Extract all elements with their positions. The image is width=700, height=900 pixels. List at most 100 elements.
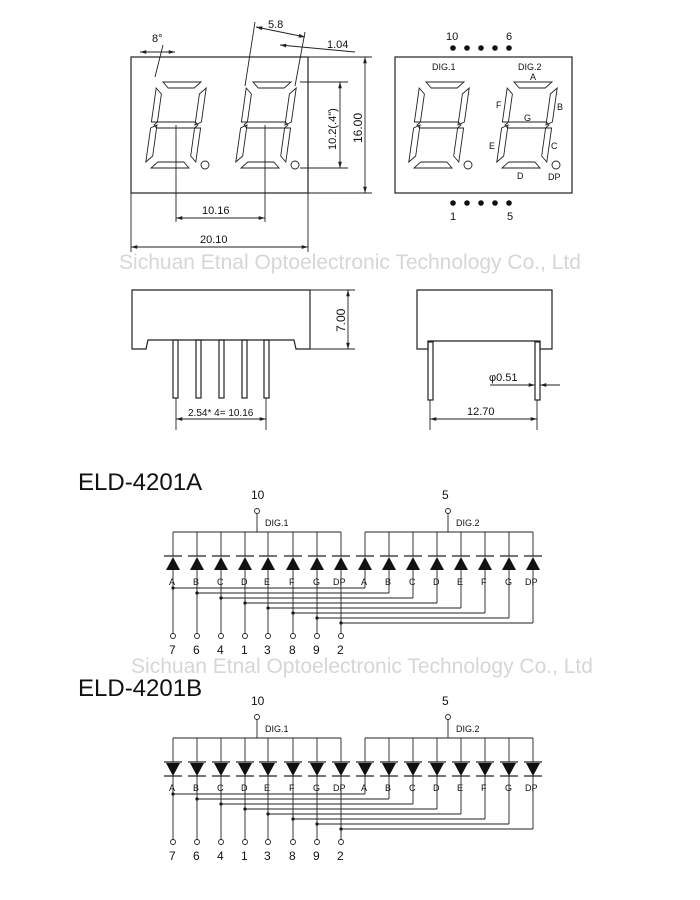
- pin-terminal: [170, 633, 176, 639]
- seg-c: [190, 127, 202, 164]
- common-pin-label: 5: [442, 694, 449, 708]
- pin-terminal: [242, 839, 248, 845]
- pin-terminal: [218, 839, 224, 845]
- segment-label: C: [409, 783, 416, 793]
- seg-f-label: F: [496, 100, 502, 110]
- pin-terminal: [445, 714, 451, 720]
- diode-icon: [310, 763, 324, 776]
- diode-icon: [190, 763, 204, 776]
- diode-icon: [166, 763, 180, 776]
- pin: [195, 339, 202, 399]
- pin: [241, 339, 248, 399]
- digit-label: DIG.1: [265, 518, 289, 528]
- pin-terminal: [194, 839, 200, 845]
- pin-number: 9: [313, 643, 320, 657]
- seg-d: [412, 161, 453, 169]
- pin-terminal: [290, 839, 296, 845]
- pin-terminal: [265, 839, 271, 845]
- segment-label: B: [385, 577, 391, 587]
- seg-d: [500, 161, 541, 169]
- segment-label: A: [169, 577, 175, 587]
- diode-icon: [406, 557, 420, 570]
- pin-number: 2: [337, 849, 344, 863]
- seg-g: [416, 121, 462, 129]
- seg-b: [545, 86, 558, 126]
- segment-label: G: [313, 783, 320, 793]
- seg-a: [162, 81, 203, 89]
- pin-number: 7: [169, 849, 176, 863]
- pin-terminal: [338, 633, 344, 639]
- segment-label: F: [481, 577, 487, 587]
- pin-terminal: [290, 633, 296, 639]
- pin-number: 1: [241, 849, 248, 863]
- segment-label: G: [505, 577, 512, 587]
- side-view: 7.00 2.54* 4= 10.16: [131, 289, 355, 430]
- diode-icon: [358, 557, 372, 570]
- diode-icon: [261, 763, 275, 776]
- diode-icon: [214, 557, 228, 570]
- diode-icon: [454, 763, 468, 776]
- watermark: Sichuan Etnal Optoelectronic Technology …: [119, 251, 581, 274]
- pin-terminal: [254, 714, 260, 720]
- pin-number: 9: [313, 849, 320, 863]
- pin: [172, 339, 179, 399]
- segment-label: G: [505, 783, 512, 793]
- segment-label: D: [433, 577, 440, 587]
- decimal-point: [290, 160, 300, 170]
- pin-6-label: 6: [506, 31, 512, 43]
- seg-d: [239, 161, 280, 169]
- segment-label: F: [289, 783, 295, 793]
- pin-dot: [464, 200, 470, 206]
- diode-icon: [406, 763, 420, 776]
- part-number-title: ELD-4201A: [78, 469, 202, 496]
- segment-label: A: [361, 783, 367, 793]
- pin-terminal: [445, 508, 451, 514]
- diode-icon: [166, 557, 180, 570]
- dig1-label: DIG.1: [432, 62, 456, 72]
- seg-d: [149, 161, 190, 169]
- diode-icon: [382, 557, 396, 570]
- dig2-label: DIG.2: [518, 62, 542, 72]
- pin-number: 6: [193, 849, 200, 863]
- segment-label: D: [241, 783, 248, 793]
- pin-terminal: [314, 839, 320, 845]
- body-outline: [130, 56, 309, 194]
- pin-terminal: [218, 633, 224, 639]
- diode-icon: [334, 557, 348, 570]
- diode-icon: [430, 557, 444, 570]
- diode-icon: [430, 763, 444, 776]
- diode-icon: [502, 557, 516, 570]
- seg-a: [513, 81, 554, 89]
- seg-a: [425, 81, 466, 89]
- seg-g: [153, 121, 199, 129]
- diode-icon: [454, 557, 468, 570]
- segment-label: DP: [525, 577, 538, 587]
- common-pin-label: 10: [251, 488, 265, 502]
- seg-c: [280, 127, 292, 164]
- seg-d-label: D: [517, 171, 524, 181]
- pin-number: 8: [289, 849, 296, 863]
- segment-label: C: [217, 577, 224, 587]
- segment-label: E: [264, 783, 270, 793]
- diode-icon: [502, 763, 516, 776]
- pin-terminal: [338, 839, 344, 845]
- seg-b: [194, 86, 207, 126]
- segment-label: DP: [525, 783, 538, 793]
- pin-number: 4: [217, 849, 224, 863]
- diode-icon: [190, 557, 204, 570]
- pin-dot: [478, 45, 484, 51]
- watermark: Sichuan Etnal Optoelectronic Technology …: [131, 655, 593, 678]
- pitch-label: 10.16: [202, 205, 230, 217]
- pin-number: 3: [264, 643, 271, 657]
- pin-dot: [450, 200, 456, 206]
- diode-icon: [261, 557, 275, 570]
- seg-width-label: 5.8: [268, 19, 283, 31]
- digit-label: DIG.1: [265, 724, 289, 734]
- segment-label: D: [241, 577, 248, 587]
- seg-g: [243, 121, 289, 129]
- pin-terminal: [194, 633, 200, 639]
- segment-label: C: [217, 783, 224, 793]
- seg-e-label: E: [489, 141, 495, 151]
